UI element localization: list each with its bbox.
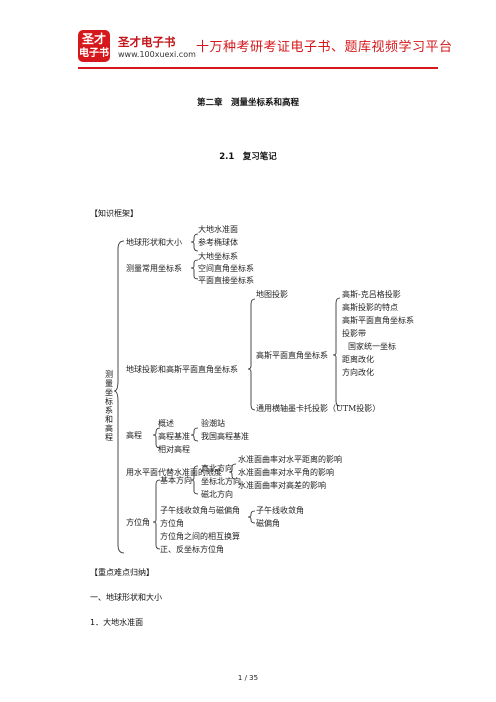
- mindmap-leaf: 验潮站: [201, 419, 225, 428]
- mindmap-leaf: 坐标北方向: [201, 477, 241, 486]
- brand-logo: 圣才 电子书: [78, 30, 110, 62]
- mindmap-leaf: 平面直接坐标系: [198, 276, 254, 285]
- mindmap-leaf: 正、反坐标方位角: [160, 545, 224, 554]
- mindmap-leaf: 方位角: [160, 519, 184, 528]
- mindmap-leaf: 概述: [158, 419, 174, 428]
- mindmap-leaf: 真北方向: [201, 464, 233, 473]
- mindmap-leaf: 水准面曲率对高差的影响: [238, 481, 326, 490]
- mindmap-node-utm: 通用横轴墨卡托投影（UTM投影）: [256, 404, 381, 413]
- mindmap-node-level: 用水平面代替水准面的限度: [126, 468, 222, 477]
- mindmap-node-basic-direction: 基本方向: [160, 476, 192, 485]
- mindmap-node-coords: 测量常用坐标系: [126, 264, 182, 273]
- mindmap-leaf: 高斯-克吕格投影: [342, 290, 401, 299]
- mindmap-leaf: 空间直角坐标系: [198, 264, 254, 273]
- mindmap-leaf: 我国高程基准: [201, 432, 249, 441]
- mindmap-leaf: 大地水准面: [198, 225, 238, 234]
- mindmap-node-height: 高程: [126, 431, 142, 440]
- mindmap-leaf: 大地坐标系: [198, 252, 238, 261]
- heading-level-1: 一、地球形状和大小: [90, 593, 162, 602]
- brand-url[interactable]: www.100xuexi.com: [118, 50, 196, 59]
- mindmap-leaf: 水准面曲率对水平距离的影响: [238, 455, 342, 464]
- chapter-title: 第二章 测量坐标系和高程: [196, 98, 299, 108]
- mindmap-leaf: 水准面曲率对水平角的影响: [238, 468, 334, 477]
- mindmap-node-gauss: 高斯平面直角坐标系: [256, 351, 328, 360]
- page-number: 1 / 35: [237, 674, 259, 682]
- header-divider: [78, 67, 438, 69]
- mindmap-leaf: 方位角之间的相互换算: [160, 532, 240, 541]
- key-points-label: 【重点难点归纳】: [90, 568, 154, 577]
- mindmap-leaf: 磁北方向: [201, 490, 233, 499]
- mindmap-leaf: 距离改化: [342, 355, 374, 364]
- logo-top-text: 圣才: [81, 32, 106, 46]
- mindmap-leaf: 高斯投影的特点: [342, 303, 398, 312]
- header-slogan: 十万种考研考证电子书、题库视频学习平台: [196, 40, 453, 55]
- logo-bottom-text: 电子书: [79, 48, 109, 59]
- mindmap-node-azimuth: 方位角: [126, 518, 150, 527]
- mindmap-leaf: 参考椭球体: [198, 238, 238, 247]
- mindmap-leaf: 方向改化: [342, 368, 374, 377]
- heading-level-2: 1．大地水准面: [90, 618, 144, 627]
- mindmap-leaf: 磁偏角: [256, 519, 280, 528]
- mindmap-leaf: 国家统一坐标: [348, 342, 396, 351]
- section-title: 2.1 复习笔记: [219, 152, 277, 162]
- mindmap-leaf: 子午线收敛角与磁偏角: [160, 506, 240, 515]
- mindmap-node-projection: 地球投影和高斯平面直角坐标系: [126, 365, 238, 374]
- mindmap-leaf: 相对高程: [158, 445, 190, 454]
- mindmap-node-map-projection: 地图投影: [256, 290, 288, 299]
- framework-label: 【知识框架】: [90, 209, 138, 218]
- mindmap-root-label: 测量坐标系和高程: [105, 370, 113, 442]
- mindmap-leaf: 高程基准: [158, 432, 190, 441]
- mindmap-node-shape: 地球形状和大小: [126, 238, 182, 247]
- mindmap-leaf: 子午线收敛角: [256, 506, 304, 515]
- mindmap-leaf: 高斯平面直角坐标系: [342, 316, 414, 325]
- brand-name: 圣才电子书: [118, 35, 176, 49]
- mindmap-leaf: 投影带: [342, 329, 366, 338]
